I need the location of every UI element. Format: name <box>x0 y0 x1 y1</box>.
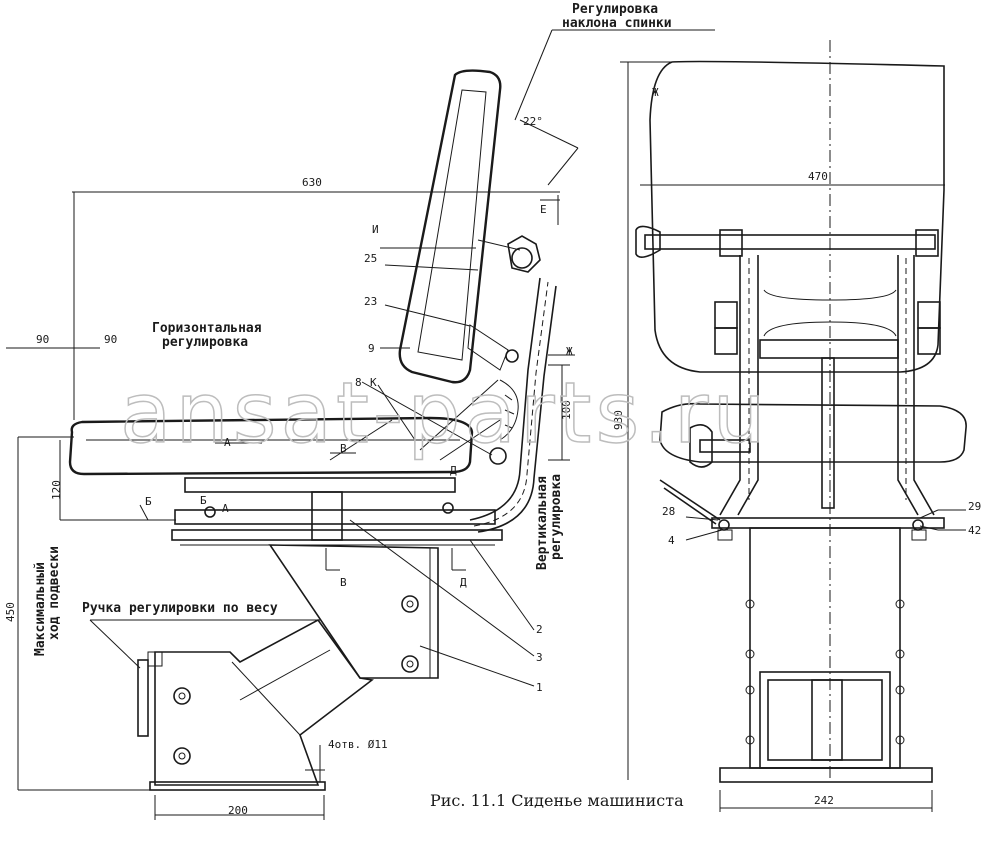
watermark: ansat-parts.ru <box>120 364 770 462</box>
part-42: 42 <box>968 524 981 537</box>
part-2: 2 <box>536 623 543 636</box>
part-28: 28 <box>662 505 675 518</box>
section-mark-e: Е <box>540 203 547 216</box>
section-mark-a-2: А <box>222 502 229 515</box>
cushion-front <box>659 402 967 463</box>
weight-handle-label: Ручка регулировки по весу <box>82 601 278 616</box>
section-mark-b-2: Б <box>145 495 152 508</box>
seat-cushion-side <box>68 416 474 476</box>
horizontal-adjust-label-1: Горизонтальная <box>152 321 262 336</box>
dim-242: 242 <box>814 794 834 807</box>
front-base-plate <box>711 517 945 541</box>
rear-tube <box>419 235 557 533</box>
backrest-adjust-label-1: Регулировка <box>572 2 658 17</box>
dim-200: 200 <box>228 804 248 817</box>
backrest-adjust-label-2: наклона спинки <box>562 16 672 31</box>
front-leaders <box>685 509 966 541</box>
section-mark-zh-side: Ж <box>566 345 573 358</box>
part-9: 9 <box>368 342 375 355</box>
dim-470: 470 <box>808 170 828 183</box>
side-dimensions <box>6 191 570 820</box>
section-mark-b-1: Б <box>200 494 207 507</box>
front-pedestal <box>719 527 933 783</box>
part-3: 3 <box>536 651 543 664</box>
dim-22-deg: 22° <box>523 115 543 128</box>
part-29: 29 <box>968 500 981 513</box>
dim-100: 100 <box>560 400 573 420</box>
section-mark-v-1: В <box>340 442 347 455</box>
figure-caption: Рис. 11.1 Сиденье машиниста <box>430 791 684 810</box>
section-mark-v-2: В <box>340 576 347 589</box>
backrest-front <box>649 60 945 373</box>
section-mark-k: К <box>370 376 377 389</box>
vertical-adjust-label-2: регулировка <box>549 474 564 560</box>
holes-label: 4отв. Ø11 <box>328 738 388 751</box>
dim-90-b: 90 <box>104 333 117 346</box>
backrest-side <box>398 69 521 384</box>
section-mark-d-2: Д <box>460 576 467 589</box>
section-mark-i: И <box>372 223 379 236</box>
part-8: 8 <box>355 376 362 389</box>
part-4: 4 <box>668 534 675 547</box>
dim-90-a: 90 <box>36 333 49 346</box>
horizontal-adjust-label-2: регулировка <box>162 335 248 350</box>
section-mark-a-1: А <box>224 436 231 449</box>
part-25: 25 <box>364 252 377 265</box>
front-dimensions <box>620 40 945 812</box>
suspension-box <box>268 544 439 679</box>
dim-630: 630 <box>302 176 322 189</box>
dim-450: 450 <box>4 602 17 622</box>
front-frame <box>635 225 941 525</box>
part-23: 23 <box>364 295 377 308</box>
dim-930: 930 <box>612 410 625 430</box>
vertical-adjust-label-1: Вертикальная <box>535 476 550 570</box>
tilt-angle-lines <box>514 29 715 225</box>
max-travel-label-1: Максимальный <box>33 562 48 656</box>
section-mark-zh-front: Ж <box>652 86 659 99</box>
section-mark-d-1: Д <box>450 464 457 477</box>
side-leaders <box>89 247 575 687</box>
slide-frame <box>171 477 503 546</box>
max-travel-label-2: ход подвески <box>47 546 62 640</box>
part-1: 1 <box>536 681 543 694</box>
dim-120: 120 <box>50 480 63 500</box>
lower-base <box>137 618 374 791</box>
